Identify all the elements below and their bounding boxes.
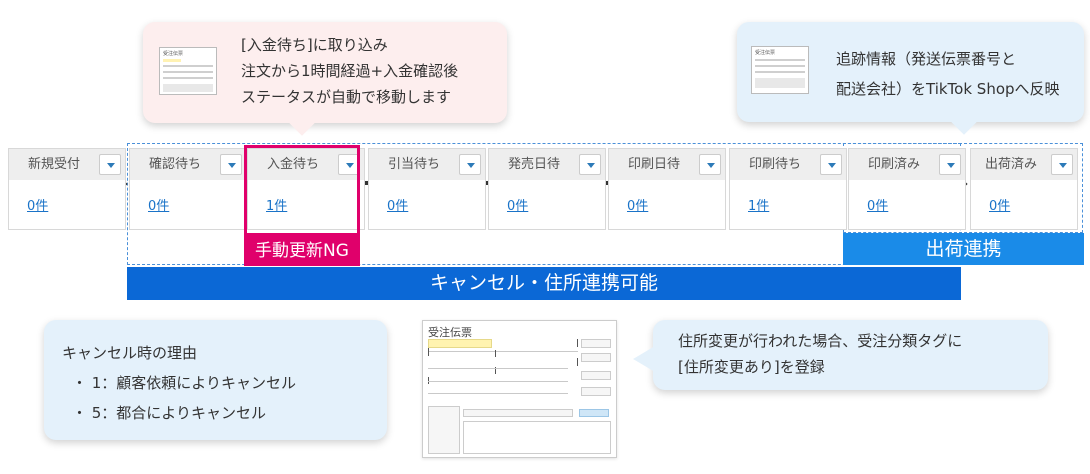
cancel-reason-item: ・ 1：顧客依頼によりキャンセル: [72, 374, 297, 392]
status-count-link[interactable]: 1件: [748, 199, 770, 214]
status-dropdown-button[interactable]: [459, 154, 481, 175]
status-label: 印刷済み: [867, 157, 920, 172]
order-slip-thumbnail: 受注伝票: [159, 47, 217, 95]
status-card-printed[interactable]: 印刷済み 0件: [848, 148, 966, 230]
status-card-print-wait[interactable]: 印刷待ち 1件: [729, 148, 847, 230]
callout-line: 注文から1時間経過+入金確認後: [241, 62, 459, 80]
address-change-line: [住所変更あり]を登録: [678, 358, 825, 376]
status-label: 新規受付: [27, 157, 80, 172]
callout-line: ステータスが自動で移動します: [241, 88, 452, 106]
status-card-allocate-wait[interactable]: 引当待ち 0件: [368, 148, 486, 230]
status-count-link[interactable]: 0件: [989, 199, 1011, 214]
status-label: 引当待ち: [387, 157, 440, 172]
callout-line: 追跡情報（発送伝票番号と: [836, 50, 1017, 68]
status-label: 印刷日待: [627, 157, 680, 172]
address-change-line: 住所変更が行われた場合、受注分類タグに: [678, 332, 963, 350]
status-dropdown-button[interactable]: [699, 154, 721, 175]
manual-ng-tag: 手動更新NG: [244, 236, 360, 266]
status-dropdown-button[interactable]: [338, 154, 360, 175]
status-count-link[interactable]: 0件: [27, 199, 49, 214]
status-label: 印刷待ち: [748, 157, 801, 172]
cancel-reason-item: ・ 5：都合によりキャンセル: [72, 404, 267, 422]
status-count-link[interactable]: 0件: [148, 199, 170, 214]
order-form-title: 受注伝票: [428, 326, 472, 339]
order-form-thumbnail: 受注伝票: [422, 320, 617, 458]
status-label: 確認待ち: [148, 157, 201, 172]
callout-auto-move: 受注伝票 [入金待ち]に取り込み 注文から1時間経過+入金確認後 ステータスが自…: [143, 22, 507, 136]
callout-line: [入金待ち]に取り込み: [241, 36, 388, 54]
status-card-confirm[interactable]: 確認待ち 0件: [129, 148, 247, 230]
status-count-link[interactable]: 0件: [507, 199, 529, 214]
status-label: 入金待ち: [266, 157, 319, 172]
cancel-reasons-title: キャンセル時の理由: [62, 344, 198, 362]
status-card-payment-wait[interactable]: 入金待ち 1件: [247, 148, 365, 230]
status-dropdown-button[interactable]: [939, 154, 961, 175]
status-dropdown-button[interactable]: [820, 154, 842, 175]
status-count-link[interactable]: 0件: [627, 199, 649, 214]
callout-address-change: 住所変更が行われた場合、受注分類タグに [住所変更あり]を登録: [633, 320, 1048, 390]
cancel-address-bar: キャンセル・住所連携可能: [127, 267, 961, 300]
thumb-title: 受注伝票: [163, 51, 184, 57]
status-dropdown-button[interactable]: [1051, 154, 1073, 175]
callout-line: 配送会社）をTikTok Shopへ反映: [836, 80, 1060, 98]
order-slip-thumbnail: 受注伝票: [751, 46, 809, 94]
callout-cancel-reasons: キャンセル時の理由 ・ 1：顧客依頼によりキャンセル ・ 5：都合によりキャンセ…: [44, 320, 387, 440]
status-count-link[interactable]: 0件: [867, 199, 889, 214]
status-card-release-wait[interactable]: 発売日待 0件: [488, 148, 606, 230]
thumb-title: 受注伝票: [755, 50, 776, 56]
status-count-link[interactable]: 0件: [387, 199, 409, 214]
manual-ng-highlight-frame: [244, 145, 360, 236]
status-count-link[interactable]: 1件: [266, 199, 288, 214]
status-card-new[interactable]: 新規受付 0件: [8, 148, 126, 230]
pointer-triangle-icon: [633, 346, 655, 372]
status-card-print-date-wait[interactable]: 印刷日待 0件: [608, 148, 726, 230]
callout-tracking-sync: 受注伝票 追跡情報（発送伝票番号と 配送会社）をTikTok Shopへ反映: [737, 22, 1084, 135]
status-card-shipped[interactable]: 出荷済み 0件: [970, 148, 1078, 230]
shipping-link-tag: 出荷連携: [843, 233, 1084, 265]
status-dropdown-button[interactable]: [579, 154, 601, 175]
status-label: 出荷済み: [984, 157, 1037, 172]
status-dropdown-button[interactable]: [99, 154, 121, 175]
status-dropdown-button[interactable]: [220, 154, 242, 175]
status-label: 発売日待: [507, 157, 560, 172]
